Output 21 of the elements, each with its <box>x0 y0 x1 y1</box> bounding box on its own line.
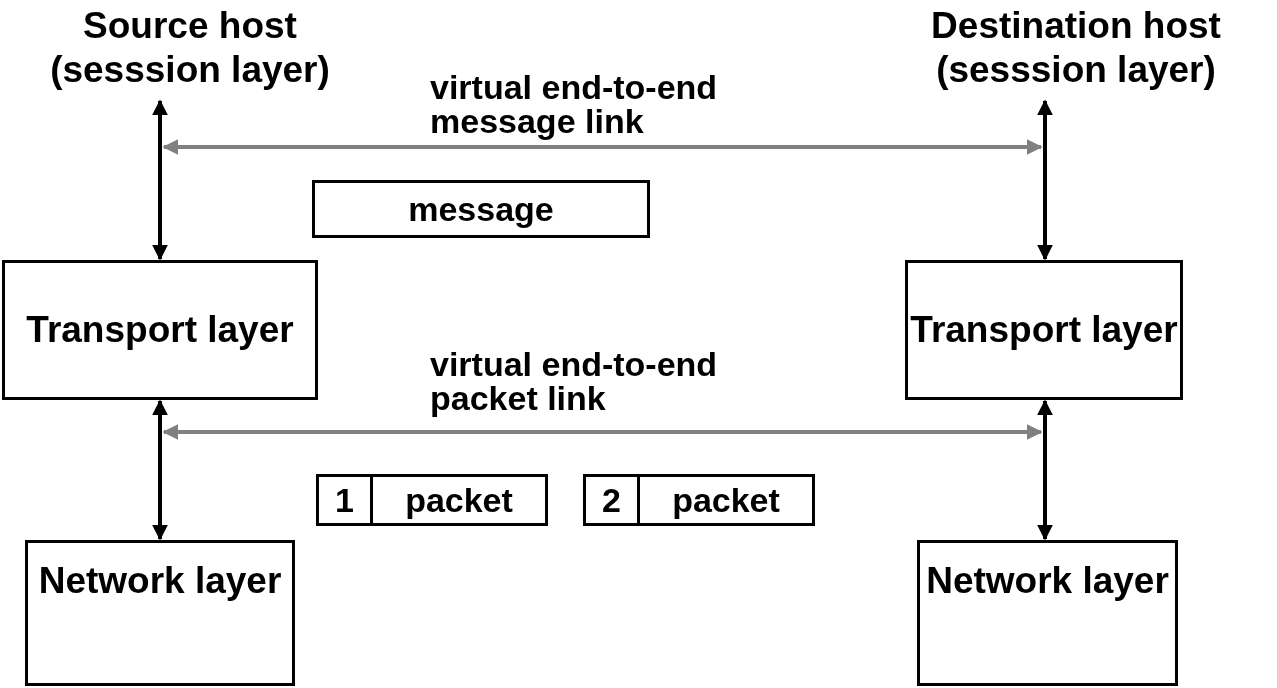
packet-label: packet <box>404 479 514 521</box>
layer-box: Transport layer <box>905 260 1183 400</box>
arrow <box>1037 399 1053 541</box>
layer-box: Network layer <box>917 540 1178 686</box>
edge-label: virtual end-to-end packet link <box>430 347 719 415</box>
arrow <box>162 139 1043 155</box>
message-box: message <box>312 180 650 238</box>
host-label: Source host (sesssion layer) <box>5 4 375 100</box>
arrow <box>152 99 168 261</box>
arrow <box>162 424 1043 440</box>
edge-label: virtual end-to-end message link <box>430 70 719 138</box>
sequence-number: 2 <box>586 477 640 523</box>
arrow <box>1037 99 1053 261</box>
packet-box <box>316 474 548 526</box>
packet-label: packet <box>671 479 781 521</box>
arrow <box>152 399 168 541</box>
host-label: Destination host (sesssion layer) <box>880 4 1272 100</box>
layer-box: Network layer <box>25 540 295 686</box>
packet-box <box>583 474 815 526</box>
sequence-number: 1 <box>319 477 373 523</box>
layer-box: Transport layer <box>2 260 318 400</box>
